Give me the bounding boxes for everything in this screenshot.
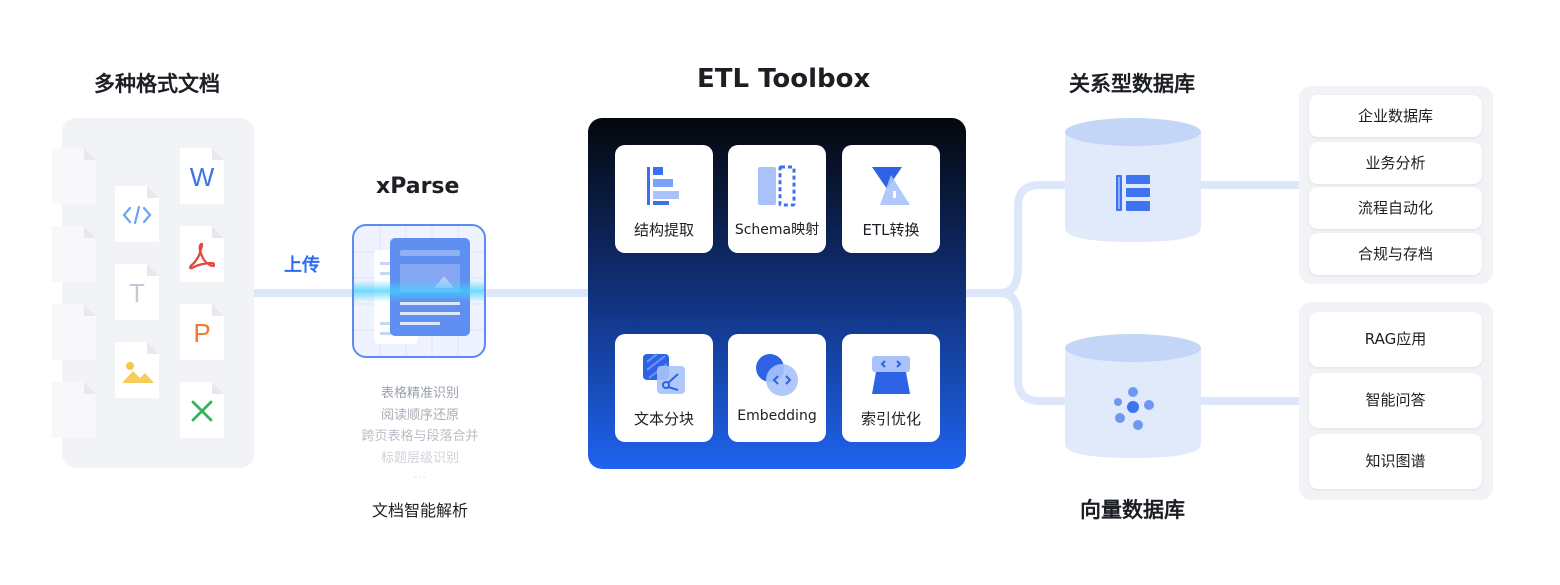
embedding-icon	[756, 354, 798, 396]
tool-card-schema-mapping: Schema映射	[728, 145, 826, 253]
relational-apps-panel: 企业数据库 业务分析 流程自动化 合规与存档	[1299, 86, 1493, 284]
document-formats-panel: T W P	[52, 118, 254, 468]
pdf-file-icon	[180, 226, 224, 282]
xparse-feature-list: 表格精准识别 阅读顺序还原 跨页表格与段落合并 标题层级识别 ...	[350, 383, 490, 481]
etl-transform-icon	[872, 167, 910, 205]
structure-extract-icon	[647, 167, 679, 205]
relational-db-title: 关系型数据库	[1069, 72, 1195, 96]
connector-line-rel-apps	[1200, 181, 1300, 189]
app-item-enterprise-db: 企业数据库	[1309, 95, 1482, 137]
vector-dots-icon	[1114, 387, 1154, 430]
excel-file-icon	[180, 382, 224, 438]
vector-db-title: 向量数据库	[1080, 498, 1185, 522]
connector-line-vec-apps	[1200, 397, 1300, 405]
connector-line-etl-out	[966, 289, 1010, 297]
image-file-icon	[115, 342, 159, 398]
sources-title: 多种格式文档	[94, 72, 220, 96]
tool-card-text-chunk: 文本分块	[615, 334, 713, 442]
faded-file-icon	[52, 304, 96, 360]
etl-title: ETL Toolbox	[697, 64, 871, 94]
feature-item-ellipsis: ...	[413, 467, 427, 482]
app-item-compliance-archive: 合规与存档	[1309, 233, 1482, 275]
tool-card-etl-transform: ETL转换	[842, 145, 940, 253]
app-item-business-analysis: 业务分析	[1309, 142, 1482, 184]
faded-file-icon	[52, 148, 96, 204]
connector-line-upload	[254, 289, 352, 297]
feature-item: 阅读顺序还原	[380, 407, 459, 423]
feature-item: 标题层级识别	[380, 450, 459, 466]
word-file-icon: W	[180, 148, 224, 204]
faded-file-icon	[52, 226, 96, 282]
xparse-title: xParse	[376, 174, 460, 199]
app-item-knowledge-graph: 知识图谱	[1309, 434, 1482, 489]
app-item-smart-qa: 智能问答	[1309, 373, 1482, 428]
xparse-caption: 文档智能解析	[371, 501, 468, 520]
app-item-process-automation: 流程自动化	[1309, 187, 1482, 229]
text-file-icon: T	[115, 264, 159, 320]
feature-item: 表格精准识别	[380, 386, 459, 401]
tool-card-structure-extract: 结构提取	[615, 145, 713, 253]
relational-database-cylinder	[1065, 118, 1201, 242]
code-file-icon	[115, 186, 159, 242]
index-optimize-icon	[872, 356, 910, 394]
tool-card-embedding: Embedding	[728, 334, 826, 442]
xparse-parser-card	[352, 224, 486, 358]
schema-mapping-icon	[758, 165, 796, 207]
feature-item: 跨页表格与段落合并	[361, 429, 479, 444]
connector-branch	[1000, 181, 1080, 405]
faded-file-icon	[52, 382, 96, 438]
upload-label: 上传	[284, 255, 320, 276]
tool-card-index-optimize: 索引优化	[842, 334, 940, 442]
etl-toolbox-panel: 结构提取 Schema映射 ETL转换 文本分块	[588, 118, 966, 469]
table-structure-icon	[1116, 175, 1150, 211]
vector-apps-panel: RAG应用 智能问答 知识图谱	[1299, 302, 1493, 500]
powerpoint-file-icon: P	[180, 304, 224, 360]
app-item-rag: RAG应用	[1309, 312, 1482, 367]
text-chunk-icon	[643, 353, 685, 394]
connector-line-xparse-etl	[486, 289, 588, 297]
scan-highlight-band	[354, 280, 484, 302]
